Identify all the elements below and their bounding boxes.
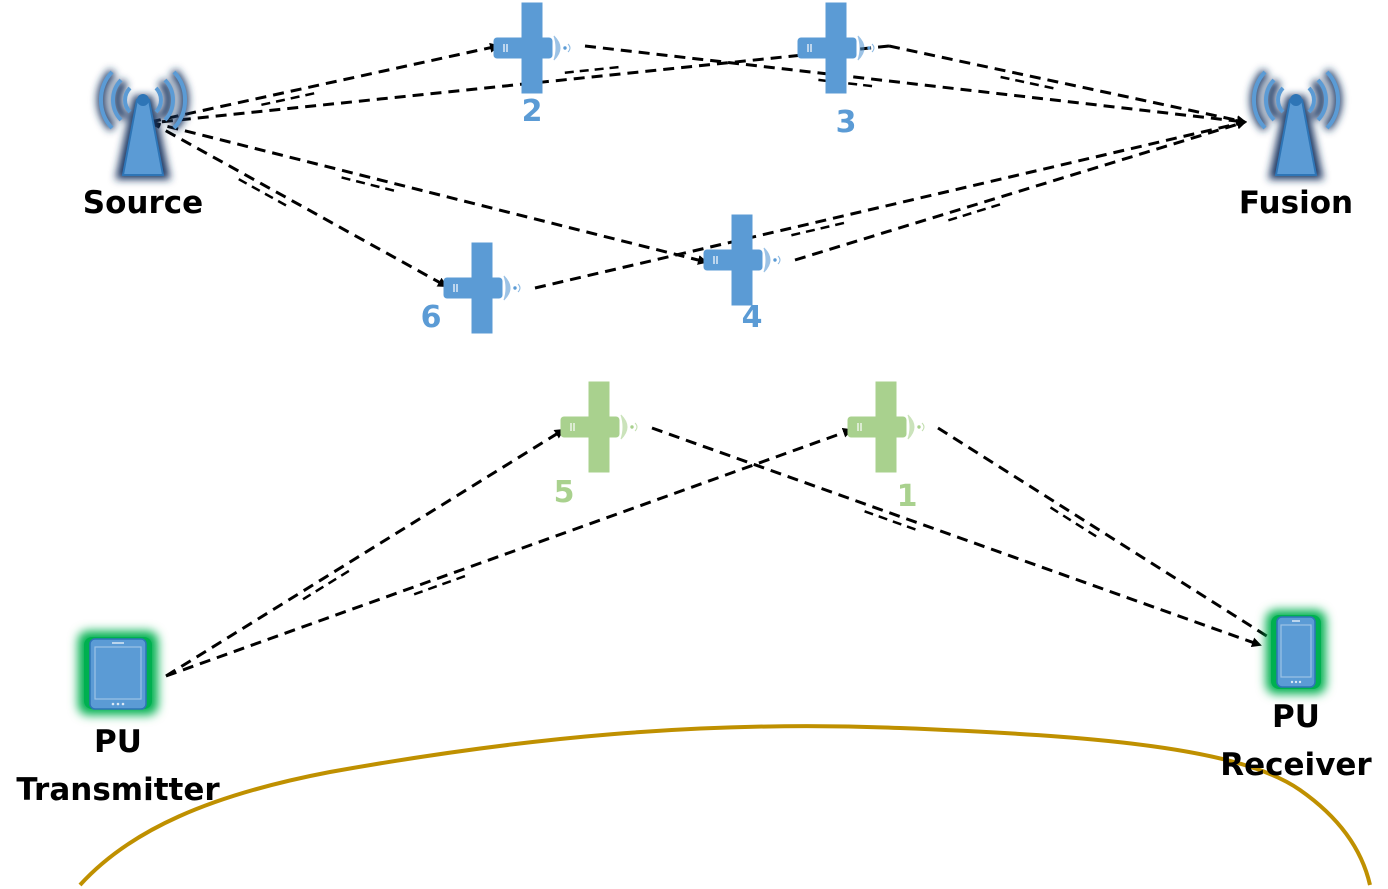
satellite-1-label: 1	[897, 479, 918, 514]
link-echo-source-to-sat-6	[238, 178, 292, 210]
satellite-4-label: 4	[742, 300, 763, 335]
earth-curve	[78, 724, 1372, 887]
link-echo-sat-2-to-fusion	[818, 78, 879, 89]
link-sat-4-to-fusion	[794, 119, 1247, 262]
link-echo-pu_transmitter-to-sat-1	[413, 572, 472, 596]
pu-receiver-label-line1: PU	[1272, 699, 1320, 735]
link-echo-pu_transmitter-to-sat-5	[302, 566, 355, 601]
link-sat-3-to-fusion	[888, 44, 1247, 126]
pu-transmitter-node	[78, 631, 158, 715]
satellite-icon	[443, 242, 521, 334]
satellite-3	[797, 2, 875, 94]
link-echo-sat-4-to-fusion	[948, 201, 1007, 222]
tower-antenna-icon	[97, 68, 189, 180]
link-echo-sat-5-to-pu_receiver	[864, 510, 922, 533]
satellite-6-label: 6	[421, 300, 442, 335]
satellite-5	[560, 381, 638, 473]
link-echo-sat-3-to-fusion	[1000, 75, 1060, 91]
link-source-to-sat-4	[149, 120, 708, 265]
link-source-to-sat-6	[149, 120, 448, 288]
satellite-2-label: 2	[522, 94, 543, 129]
satellite-6	[443, 242, 521, 334]
pu-receiver-label-line2: Receiver	[1220, 747, 1372, 783]
satellite-icon	[560, 381, 638, 473]
smartphone-icon	[1266, 610, 1326, 694]
link-echo-sat-3-to-source	[558, 65, 619, 75]
link-layer	[138, 42, 1294, 678]
pu-receiver-node	[1266, 610, 1326, 694]
link-sat-1-to-pu_receiver	[937, 426, 1294, 654]
satellite-4	[703, 214, 781, 306]
satellite-5-label: 5	[554, 475, 575, 510]
tower-antenna-icon	[1250, 68, 1342, 180]
link-echo-sat-6-to-fusion	[791, 220, 851, 237]
satellite-icon	[847, 381, 925, 473]
source-label: Source	[83, 185, 203, 221]
pu-transmitter-label-line1: PU	[94, 724, 142, 760]
link-echo-source-to-sat-2	[261, 90, 321, 107]
link-pu_transmitter-to-sat-5	[165, 428, 565, 678]
satellite-icon	[797, 2, 875, 94]
link-sat-6-to-fusion	[534, 118, 1247, 290]
link-sat-5-to-pu_receiver	[651, 426, 1262, 648]
tablet-icon	[78, 631, 158, 715]
fusion-node	[1250, 68, 1342, 180]
link-echo-source-to-sat-4	[341, 176, 401, 194]
satellite-3-label: 3	[836, 105, 857, 140]
pu-transmitter-label-line2: Transmitter	[16, 772, 220, 808]
satellite-1	[847, 381, 925, 473]
link-source-to-sat-2	[149, 42, 500, 124]
link-sat-2-to-fusion	[584, 44, 1247, 127]
source-node	[97, 68, 189, 180]
link-pu_transmitter-to-sat-1	[165, 427, 853, 678]
link-echo-sat-1-to-pu_receiver	[1049, 506, 1102, 541]
satellite-icon	[703, 214, 781, 306]
fusion-label: Fusion	[1239, 185, 1353, 221]
